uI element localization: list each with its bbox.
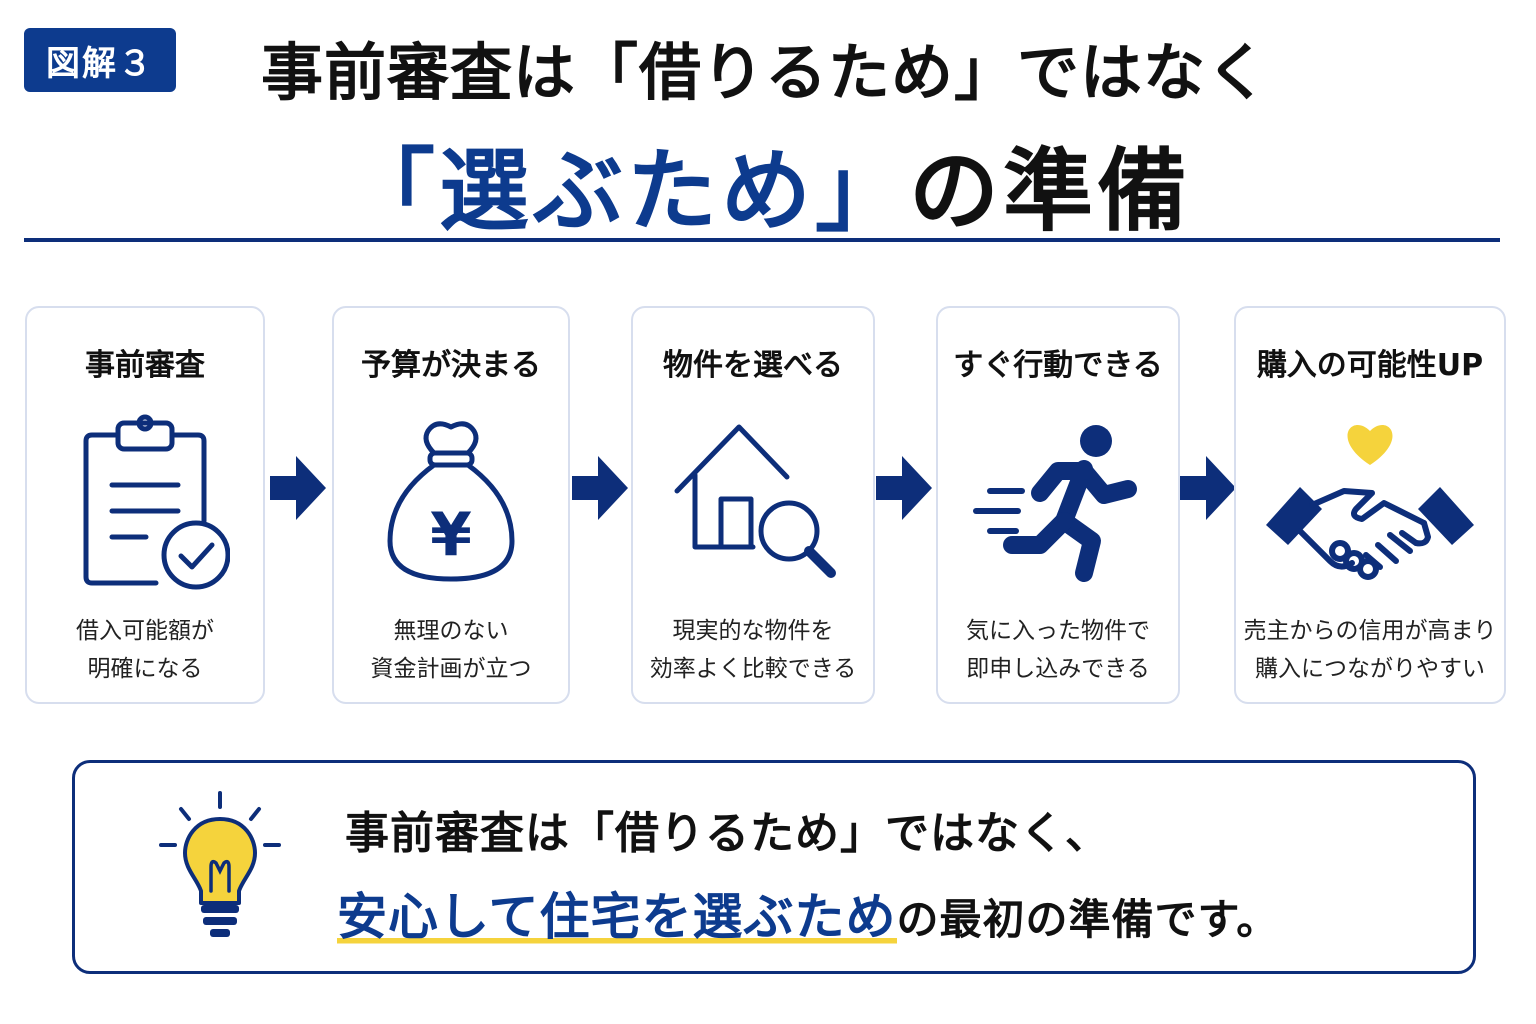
arrow-right-icon — [270, 456, 326, 520]
step-card-choose-property: 物件を選べる 現実的な物件を 効率よく比較できる — [631, 306, 875, 704]
svg-text:¥: ¥ — [430, 500, 472, 570]
running-person-icon — [938, 408, 1178, 598]
summary-highlight: 安心して住宅を選ぶため — [337, 888, 897, 946]
title-divider — [24, 238, 1500, 242]
step-card-pre-screening: 事前審査 借入可能額が 明確になる — [25, 306, 265, 704]
figure-badge: 図解３ — [24, 28, 176, 92]
step-title: 事前審査 — [85, 348, 205, 383]
step-description: 気に入った物件で 即申し込みできる — [966, 618, 1150, 682]
clipboard-check-icon — [27, 408, 263, 598]
step-description: 借入可能額が 明確になる — [76, 618, 214, 682]
house-search-icon — [633, 408, 873, 598]
step-title: 予算が決まる — [361, 348, 541, 383]
yen-money-bag-icon: ¥ — [334, 408, 568, 598]
step-card-purchase-up: 購入の可能性UP 売主からの信用が高まり 購入につながりやす — [1234, 306, 1506, 704]
step-title: 購入の可能性UP — [1256, 348, 1484, 383]
arrow-right-icon — [572, 456, 628, 520]
summary-suffix: の最初の準備です。 — [896, 895, 1280, 944]
summary-line-1: 事前審査は「借りるため」ではなく、 — [345, 808, 1110, 859]
step-card-act-quickly: すぐ行動できる 気に入った物件で 即申し込みできる — [936, 306, 1180, 704]
step-description: 売主からの信用が高まり 購入につながりやすい — [1243, 618, 1497, 682]
summary-box: 事前審査は「借りるため」ではなく、 安心して住宅を選ぶための最初の準備です。 — [72, 760, 1476, 974]
title-suffix: の準備 — [909, 139, 1191, 244]
title-highlight: 「選ぶため」 — [345, 139, 909, 244]
step-title: すぐ行動できる — [953, 348, 1163, 383]
step-description: 現実的な物件を 効率よく比較できる — [649, 618, 857, 682]
title-line-1: 事前審査は「借りるため」ではなく — [260, 36, 1269, 109]
step-title: 物件を選べる — [663, 348, 843, 383]
handshake-heart-icon — [1236, 408, 1504, 598]
summary-line-2: 安心して住宅を選ぶための最初の準備です。 — [337, 877, 1279, 949]
step-card-budget: 予算が決まる ¥ 無理のない 資金計画が立つ — [332, 306, 570, 704]
step-description: 無理のない 資金計画が立つ — [370, 618, 532, 682]
title-line-2: 「選ぶため」の準備 — [0, 118, 1536, 248]
arrow-right-icon — [876, 456, 932, 520]
lightbulb-icon — [159, 791, 281, 937]
arrow-right-icon — [1180, 456, 1236, 520]
